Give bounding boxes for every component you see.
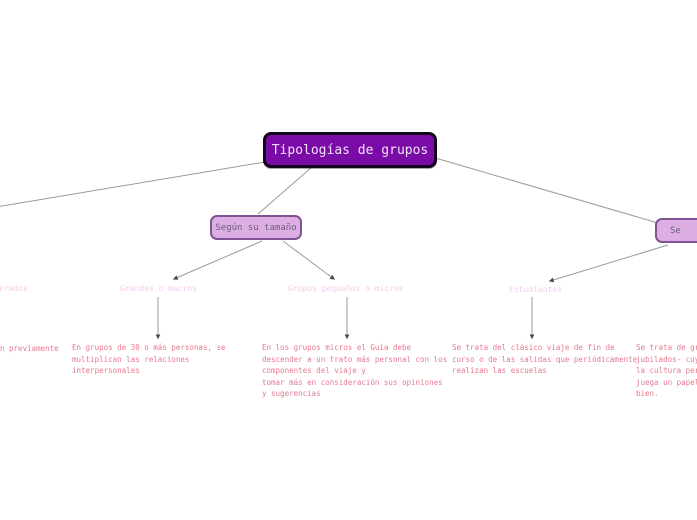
leaf-label-grupos-pequenos-o-micros[interactable]: Grupos pequeños o micros <box>288 284 404 293</box>
leaf-label-estudiantes[interactable]: Estudiantes <box>509 285 562 294</box>
connector-tamano-to-pequenos <box>282 240 336 280</box>
connector-tamano-to-grandes <box>172 240 263 280</box>
branch-node-segun-su-tamano[interactable]: Según su tamaño <box>210 215 302 240</box>
desc-text-clipped-left[interactable]: n previamente <box>0 344 59 353</box>
desc-text-clipped-right[interactable]: Se trata de gr jubilados- cuy la cultura… <box>636 343 697 398</box>
connector-root-to-branch-tamano <box>257 166 313 215</box>
desc-text-grupos-pequenos-o-micros[interactable]: En los grupos micros el Guía debe descen… <box>262 343 448 398</box>
leaf-label-grandes-o-macros[interactable]: Grandes o macros <box>120 284 198 293</box>
desc-text-grandes-o-macros[interactable]: En grupos de 30 o más personas, se multi… <box>72 343 226 375</box>
connector-root-to-left-branch <box>0 160 272 207</box>
connector-right-branch-to-estudiantes <box>548 244 669 283</box>
branch-node-right-clipped[interactable]: Se <box>655 218 697 243</box>
root-node-tipologias-de-grupos[interactable]: Tipologías de grupos <box>263 132 437 168</box>
desc-text-estudiantes[interactable]: Se trata del clásico viaje de fin de cur… <box>452 343 638 375</box>
connector-root-to-right-branch <box>431 156 659 224</box>
